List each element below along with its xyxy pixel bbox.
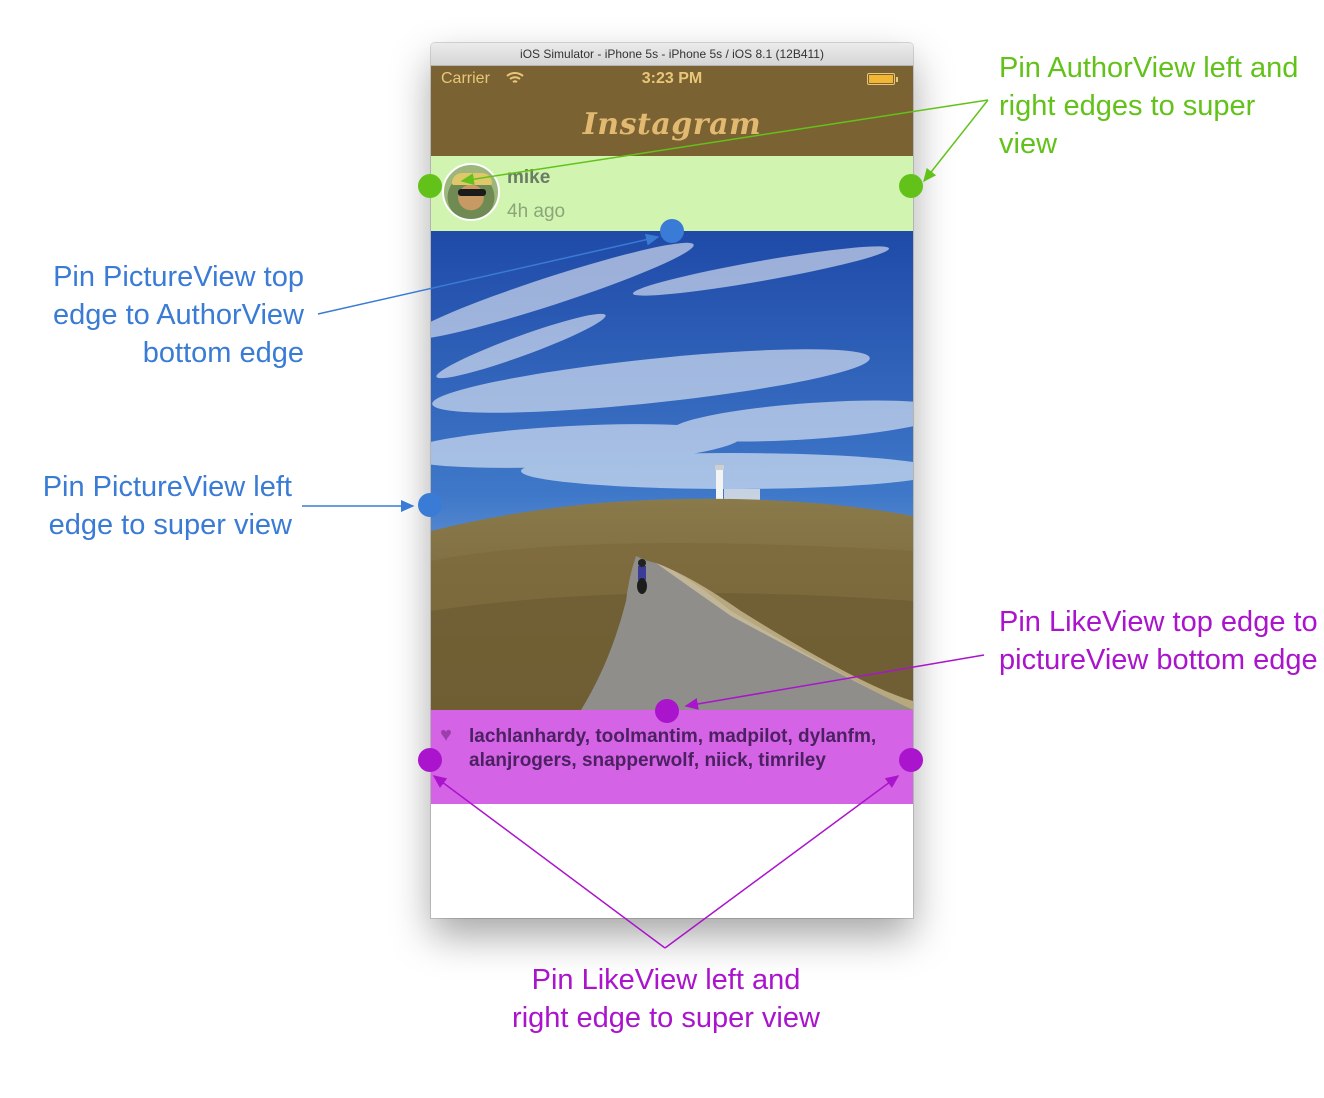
post-time-ago: 4h ago (507, 201, 566, 222)
like-left-pin-dot (418, 748, 442, 772)
heart-icon[interactable]: ♥ (440, 724, 452, 746)
like-view: ♥ lachlanhardy, toolmantim, madpilot, dy… (431, 710, 913, 804)
annotation-picture-left: Pin PictureView left edge to super view (42, 471, 292, 541)
likes-list[interactable]: lachlanhardy, toolmantim, madpilot, dyla… (469, 726, 877, 771)
road-landscape-photo (431, 231, 913, 710)
picture-top-pin-dot (660, 219, 684, 243)
battery-tip (896, 77, 898, 82)
picture-view[interactable] (431, 231, 913, 710)
status-time: 3:23 PM (641, 70, 703, 87)
author-left-pin-dot (418, 174, 442, 198)
like-right-pin-dot (899, 748, 923, 772)
annotation-author-edges: Pin AuthorView left and right edges to s… (999, 52, 1299, 160)
annotation-picture-top: Pin PictureView top edge to AuthorView b… (53, 261, 304, 369)
annotation-like-edges: Pin LikeView left and right edge to supe… (512, 964, 820, 1034)
status-bar: Carrier 3:23 PM (431, 66, 913, 93)
like-top-pin-dot (655, 699, 679, 723)
arrow-author-right (923, 99, 989, 183)
author-avatar[interactable] (442, 163, 500, 221)
battery-icon (867, 73, 895, 85)
arrow-picture-top (317, 233, 660, 315)
picture-left-pin-dot (418, 493, 442, 517)
author-right-pin-dot (899, 174, 923, 198)
ios-simulator-window: iOS Simulator - iPhone 5s - iPhone 5s / … (431, 43, 913, 918)
author-view[interactable]: mike 4h ago (431, 156, 913, 231)
carrier-label: Carrier (441, 70, 490, 87)
wifi-icon (505, 70, 525, 91)
simulator-title-bar: iOS Simulator - iPhone 5s - iPhone 5s / … (431, 43, 913, 66)
arrow-like-top (684, 654, 985, 710)
app-title-logo: Instagram (582, 107, 762, 142)
arrow-like-left (432, 775, 666, 949)
arrow-author-left (460, 99, 989, 186)
arrow-like-right (664, 775, 900, 949)
annotation-like-top: Pin LikeView top edge to pictureView bot… (999, 606, 1318, 676)
